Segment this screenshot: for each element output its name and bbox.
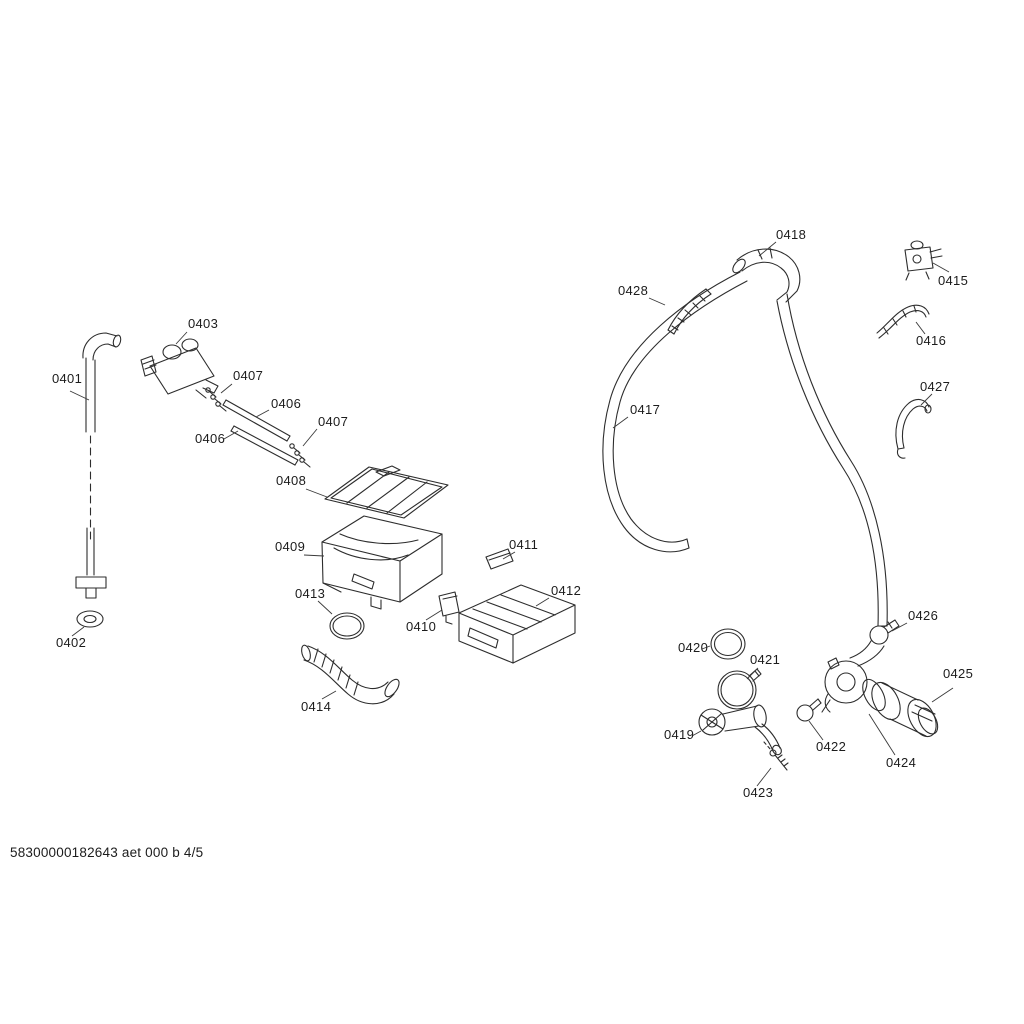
part-0425-pump-motor-drawing xyxy=(871,681,939,738)
leader-lines xyxy=(69,241,954,787)
part-0406-tube-b-drawing xyxy=(230,425,299,466)
part-0415-valve-drawing xyxy=(904,240,943,281)
part-0407-screws-lower-drawing xyxy=(289,443,311,468)
part-0419-pump-filter-drawing xyxy=(698,704,782,756)
part-label-0401-0: 0401 xyxy=(52,371,83,386)
part-0412-detergent-drawer-drawing xyxy=(458,584,576,664)
part-0414-corrugated-hose-drawing xyxy=(301,644,400,705)
part-0416-thin-hose-drawing xyxy=(876,304,930,339)
document-number: 58300000182643 aet 000 b 4/5 xyxy=(10,845,204,860)
part-0420-o-ring-drawing xyxy=(710,628,746,660)
part-0423-screw-drawing xyxy=(763,741,789,771)
part-0421-clamp-ring-drawing xyxy=(717,668,762,710)
part-label-0409-8: 0409 xyxy=(275,539,306,554)
part-0401-standpipe-drawing xyxy=(75,332,122,599)
part-label-0423-27: 0423 xyxy=(743,785,774,800)
part-0408-dispenser-cover-drawing xyxy=(324,465,449,519)
part-0413-seal-ring-drawing xyxy=(329,612,365,640)
part-label-0414-13: 0414 xyxy=(301,699,332,714)
part-label-0408-7: 0408 xyxy=(276,473,307,488)
part-0410-siphon-drawing xyxy=(438,591,460,625)
part-label-0410-10: 0410 xyxy=(406,619,437,634)
part-0403-inlet-valve-drawing xyxy=(140,338,219,399)
part-label-0406-4: 0406 xyxy=(271,396,302,411)
part-0428-small-hose-drawing xyxy=(667,288,712,335)
part-0424-drain-pump-drawing xyxy=(821,640,886,713)
part-0426-hose-clamp-drawing xyxy=(869,619,900,645)
part-label-0415-14: 0415 xyxy=(938,273,969,288)
part-label-0402-1: 0402 xyxy=(56,635,87,650)
part-label-0412-11: 0412 xyxy=(551,583,582,598)
part-label-0406-5: 0406 xyxy=(195,431,226,446)
part-label-0426-20: 0426 xyxy=(908,608,939,623)
part-label-0416-15: 0416 xyxy=(916,333,947,348)
part-0402-grommet-drawing xyxy=(76,610,104,628)
part-label-0411-9: 0411 xyxy=(509,537,539,552)
part-label-0417-16: 0417 xyxy=(630,402,661,417)
part-0409-dispenser-housing-drawing xyxy=(321,515,443,610)
part-0407-screws-upper-drawing xyxy=(205,387,227,412)
part-label-0421-24: 0421 xyxy=(750,652,781,667)
part-label-0422-26: 0422 xyxy=(816,739,847,754)
part-0406-tube-a-drawing xyxy=(222,399,291,442)
part-0422-small-clamp-drawing xyxy=(796,698,822,722)
part-label-0428-18: 0428 xyxy=(618,283,649,298)
part-label-0427-19: 0427 xyxy=(920,379,951,394)
part-label-0419-25: 0419 xyxy=(664,727,695,742)
part-label-0407-3: 0407 xyxy=(233,368,264,383)
part-0411-cap-drawing xyxy=(485,548,514,570)
part-label-0420-23: 0420 xyxy=(678,640,709,655)
part-label-0425-21: 0425 xyxy=(943,666,974,681)
part-label-0403-2: 0403 xyxy=(188,316,219,331)
part-label-0424-22: 0424 xyxy=(886,755,917,770)
part-label-0418-17: 0418 xyxy=(776,227,807,242)
part-label-0413-12: 0413 xyxy=(295,586,326,601)
part-0418-hose-elbow-drawing xyxy=(732,247,801,303)
part-label-0407-6: 0407 xyxy=(318,414,349,429)
